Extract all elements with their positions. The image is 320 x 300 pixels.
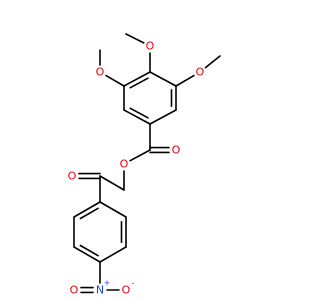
nitrogen-atom-label: N	[96, 284, 104, 297]
oxygen-atom-label: O	[196, 66, 205, 79]
bond-ch2-c9	[99, 175, 125, 191]
oxygen-charge-label: -	[132, 279, 135, 288]
oxygen-atom-label: O	[120, 158, 129, 171]
bond-c4-c3-inner	[129, 77, 149, 89]
bond-c2-c1-inner	[129, 107, 149, 119]
bond-c15-c10	[73, 201, 101, 218]
bond-c12-c13	[99, 246, 127, 263]
oxygen-atom-label: O	[68, 170, 77, 183]
bond-o2-me2	[125, 33, 145, 44]
bond-c5-o3	[175, 74, 195, 87]
bond-c7-o5	[129, 149, 151, 162]
oxygen-atom-label: O	[146, 40, 155, 53]
bond-c13-c14-inner	[79, 244, 99, 257]
bond-c2-c1	[123, 109, 151, 125]
oxygen-atom-label: O	[172, 144, 181, 157]
nitrogen-charge-label: +	[104, 279, 111, 288]
bond-c1-c6	[149, 109, 177, 125]
atom-label-layer: O O O O O O N O O + -	[68, 40, 205, 297]
bond-o3-me3	[204, 55, 221, 69]
bond-layer	[73, 33, 221, 294]
bond-c15-c10-inner	[79, 207, 99, 220]
bond-c4-c3	[123, 71, 151, 87]
bond-c13-c14	[73, 246, 101, 263]
bond-c5-c4	[149, 71, 177, 87]
oxygen-atom-label: O	[96, 66, 105, 79]
molecule-structure-diagram: O O O O O O N O O + -	[68, 33, 221, 297]
bond-c10-c11	[99, 201, 127, 218]
oxygen-atom-label: O	[122, 284, 131, 297]
oxygen-atom-label: O	[70, 284, 79, 297]
bond-o1-c3	[105, 74, 125, 87]
